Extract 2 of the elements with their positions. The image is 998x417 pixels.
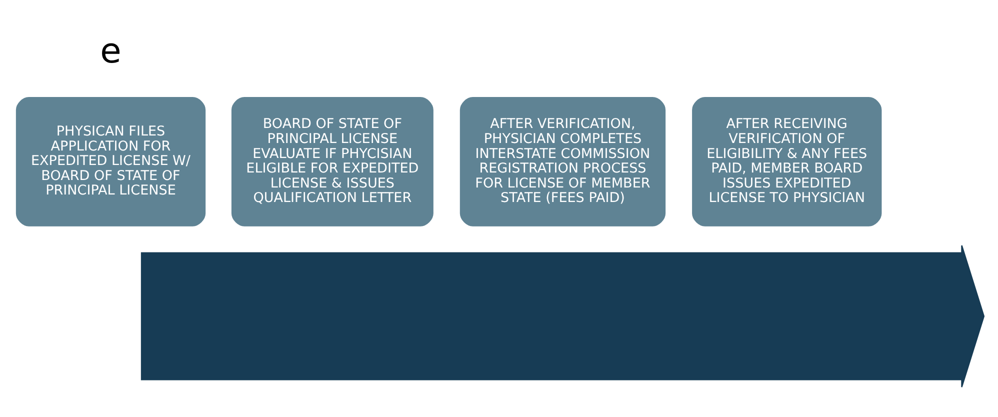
label: e: [100, 31, 122, 72]
node-arrow: [140, 244, 985, 388]
